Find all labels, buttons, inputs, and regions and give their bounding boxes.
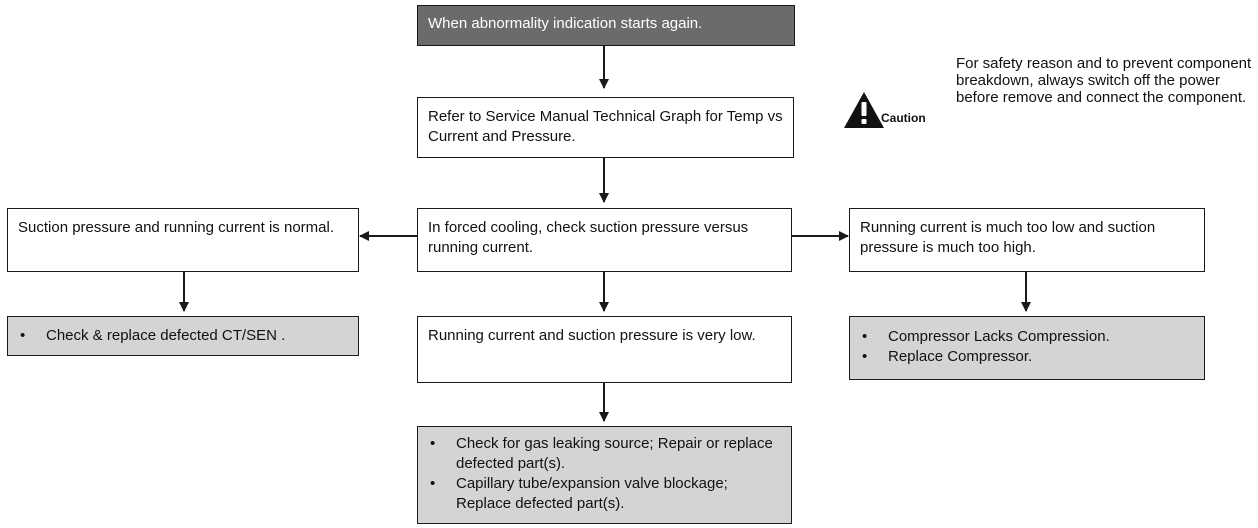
- caution-text: For safety reason and to prevent compone…: [956, 55, 1252, 106]
- left-node: Suction pressure and running current is …: [7, 208, 359, 272]
- start-node: When abnormality indication starts again…: [417, 5, 795, 46]
- caution-label: Caution: [881, 111, 926, 125]
- right-node: Running current is much too low and suct…: [849, 208, 1205, 272]
- refer-node-text: Refer to Service Manual Technical Graph …: [428, 108, 783, 145]
- middle-action-node: Check for gas leaking source; Repair or …: [417, 426, 792, 524]
- check-node-text: In forced cooling, check suction pressur…: [428, 219, 749, 256]
- action-item: Compressor Lacks Compression.: [860, 327, 1194, 347]
- right-action-node: Compressor Lacks Compression. Replace Co…: [849, 316, 1205, 380]
- action-item: Replace Compressor.: [860, 347, 1194, 367]
- left-action-list: Check & replace defected CT/SEN .: [18, 326, 348, 346]
- middle-action-list: Check for gas leaking source; Repair or …: [428, 434, 781, 514]
- action-item: Check & replace defected CT/SEN .: [18, 326, 348, 346]
- middle-node: Running current and suction pressure is …: [417, 316, 792, 383]
- middle-node-text: Running current and suction pressure is …: [428, 327, 756, 344]
- left-action-node: Check & replace defected CT/SEN .: [7, 316, 359, 356]
- action-item: Capillary tube/expansion valve blockage;…: [428, 474, 781, 514]
- warning-triangle-icon: [844, 92, 884, 128]
- left-node-text: Suction pressure and running current is …: [18, 219, 334, 236]
- refer-node: Refer to Service Manual Technical Graph …: [417, 97, 794, 158]
- right-action-list: Compressor Lacks Compression. Replace Co…: [860, 327, 1194, 367]
- start-node-text: When abnormality indication starts again…: [428, 15, 703, 32]
- check-node: In forced cooling, check suction pressur…: [417, 208, 792, 272]
- action-item: Check for gas leaking source; Repair or …: [428, 434, 781, 474]
- right-node-text: Running current is much too low and suct…: [860, 219, 1156, 256]
